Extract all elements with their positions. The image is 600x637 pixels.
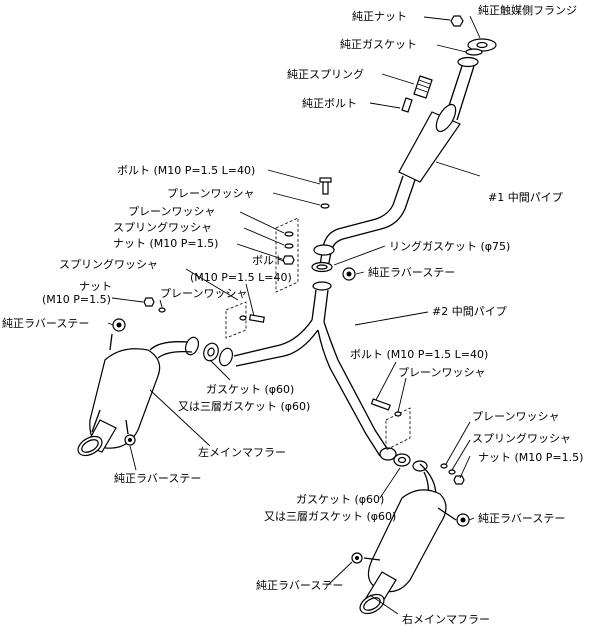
label-stock-rubber-stay-left: 純正ラバーステー <box>2 317 89 330</box>
label-bolt-left: ボルト <box>252 254 285 267</box>
label-plain-washer-left: プレーンワッシャ <box>160 287 247 300</box>
right-main-muffler <box>359 463 457 615</box>
label-bolt-left-spec: (M10 P=1.5 L=40) <box>190 271 292 284</box>
label-nut-far-left: ナット <box>79 280 112 293</box>
label-bolt-right: ボルト (M10 P=1.5 L=40) <box>350 348 488 361</box>
label-stock-rubber-stay-left-bottom: 純正ラバーステー <box>114 472 201 485</box>
label-stock-spring: 純正スプリング <box>287 67 364 81</box>
label-stock-rubber-stay-center: 純正ラバーステー <box>368 266 455 279</box>
label-plain-washer-2: プレーンワッシャ <box>128 205 215 218</box>
label-plain-washer-right: プレーンワッシャ <box>398 366 485 379</box>
leader-lines <box>107 15 481 615</box>
labels: 純正ナット 純正触媒側フランジ 純正ガスケット 純正スプリング 純正ボルト ボル… <box>2 3 583 626</box>
label-gasket-left: ガスケット (φ60) <box>206 383 294 396</box>
label-plain-washer-right2: プレーンワッシャ <box>472 410 559 423</box>
left-main-muffler <box>77 333 193 457</box>
label-spring-washer-right: スプリングワッシャ <box>472 431 571 445</box>
label-stock-nut: 純正ナット <box>352 10 407 23</box>
label-right-main-muffler: 右メインマフラー <box>402 612 490 626</box>
label-gasket-left-alt: 又は三層ガスケット (φ60) <box>178 400 310 413</box>
label-left-main-muffler: 左メインマフラー <box>198 446 286 459</box>
label-nut-left: ナット (M10 P=1.5) <box>113 237 218 250</box>
label-stock-rubber-stay-right-bottom: 純正ラバーステー <box>256 579 343 592</box>
label-plain-washer-1: プレーンワッシャ <box>167 187 254 200</box>
label-spring-washer-left: スプリングワッシャ <box>59 257 158 271</box>
label-stock-gasket: 純正ガスケット <box>340 38 417 51</box>
label-gasket-right-alt: 又は三層ガスケット (φ60) <box>264 510 396 523</box>
label-nut-far-left-spec: (M10 P=1.5) <box>42 293 111 306</box>
label-gasket-right: ガスケット (φ60) <box>296 493 384 506</box>
label-spring-washer-2: スプリングワッシャ <box>113 220 212 234</box>
label-mid-pipe-2: #2 中間パイプ <box>432 305 507 318</box>
label-stock-cat-flange: 純正触媒側フランジ <box>478 3 577 17</box>
label-nut-right: ナット (M10 P=1.5) <box>478 451 583 464</box>
label-mid-pipe-1: #1 中間パイプ <box>488 191 563 204</box>
label-stock-bolt: 純正ボルト <box>302 97 357 110</box>
label-ring-gasket: リングガスケット (φ75) <box>389 239 510 253</box>
label-stock-rubber-stay-right: 純正ラバーステー <box>478 512 565 525</box>
mid-pipe-2 <box>233 281 389 457</box>
mid-pipe-1 <box>313 38 497 269</box>
label-bolt-top: ボルト (M10 P=1.5 L=40) <box>117 164 255 177</box>
